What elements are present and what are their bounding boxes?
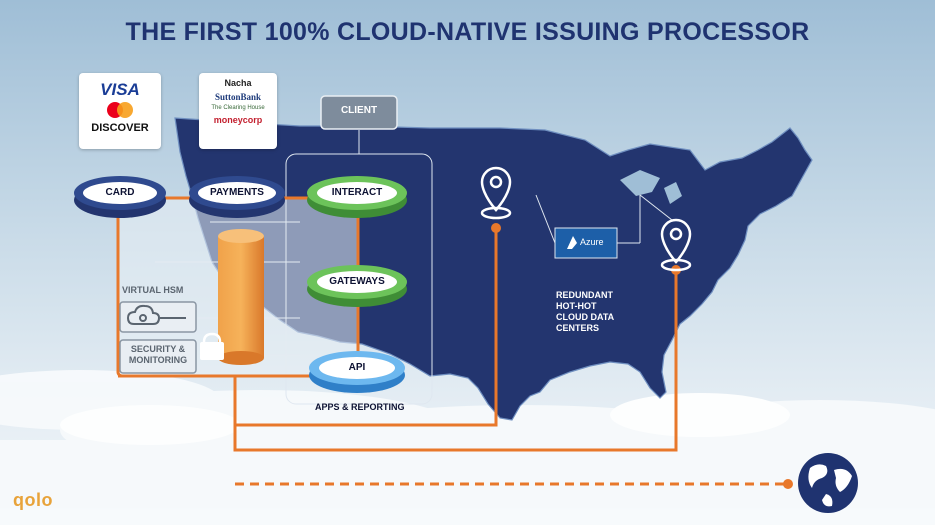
card-networks-logo: VISA DISCOVER: [79, 73, 161, 149]
clearing-house-logo: The Clearing House: [211, 105, 265, 111]
datacenters-line1: REDUNDANT: [556, 290, 613, 300]
page-title: THE FIRST 100% CLOUD-NATIVE ISSUING PROC…: [125, 18, 810, 46]
apps-reporting-label: APPS & REPORTING: [315, 402, 405, 412]
client-box: [320, 95, 398, 130]
datacenters-label: REDUNDANT HOT-HOT CLOUD DATA CENTERS: [556, 290, 614, 334]
moneycorp-logo: moneycorp: [213, 115, 263, 125]
endpoint-dot: [783, 479, 793, 489]
database-icon: [218, 229, 264, 365]
azure-icon: [567, 236, 577, 249]
datacenters-line2: HOT-HOT: [556, 301, 597, 311]
globe-icon: [798, 453, 858, 513]
payments-label: PAYMENTS: [210, 187, 264, 198]
api-ring: [309, 351, 405, 393]
visa-logo: VISA: [100, 80, 140, 99]
interact-ring: [307, 176, 407, 218]
client-label: CLIENT: [340, 105, 378, 116]
gateways-label: GATEWAYS: [329, 276, 385, 287]
endpoint-dot: [491, 223, 501, 233]
payments-ring: [189, 176, 285, 218]
nacha-logo: Nacha: [224, 78, 252, 88]
payment-partners-logo: Nacha SuttonBank The Clearing House mone…: [199, 73, 277, 149]
datacenters-line4: CENTERS: [556, 323, 600, 333]
mastercard-logo: [105, 102, 135, 118]
datacenters-line3: CLOUD DATA: [556, 312, 615, 322]
security-monitoring-label: SECURITY & MONITORING: [120, 344, 196, 366]
api-label: API: [348, 362, 366, 373]
cloud-key-icon: [126, 304, 186, 325]
padlock-icon: [200, 332, 224, 360]
location-pin-icon: [660, 218, 692, 272]
card-label: CARD: [105, 187, 135, 198]
security-monitoring-line1: SECURITY &: [130, 344, 186, 354]
location-pin-icon: [480, 166, 512, 220]
azure-box: [554, 227, 618, 259]
qolo-logo: qolo: [13, 490, 53, 510]
azure-label: Azure: [580, 237, 604, 247]
gateways-ring: [307, 265, 407, 307]
interact-label: INTERACT: [331, 187, 383, 198]
security-monitoring-box: [119, 339, 197, 374]
discover-logo: DISCOVER: [91, 122, 149, 134]
great-lakes: [620, 170, 682, 204]
suttonbank-logo: SuttonBank: [214, 92, 262, 102]
card-ring: [74, 176, 166, 218]
security-monitoring-line2: MONITORING: [128, 355, 188, 365]
virtual-hsm-label: VIRTUAL HSM: [122, 285, 184, 295]
